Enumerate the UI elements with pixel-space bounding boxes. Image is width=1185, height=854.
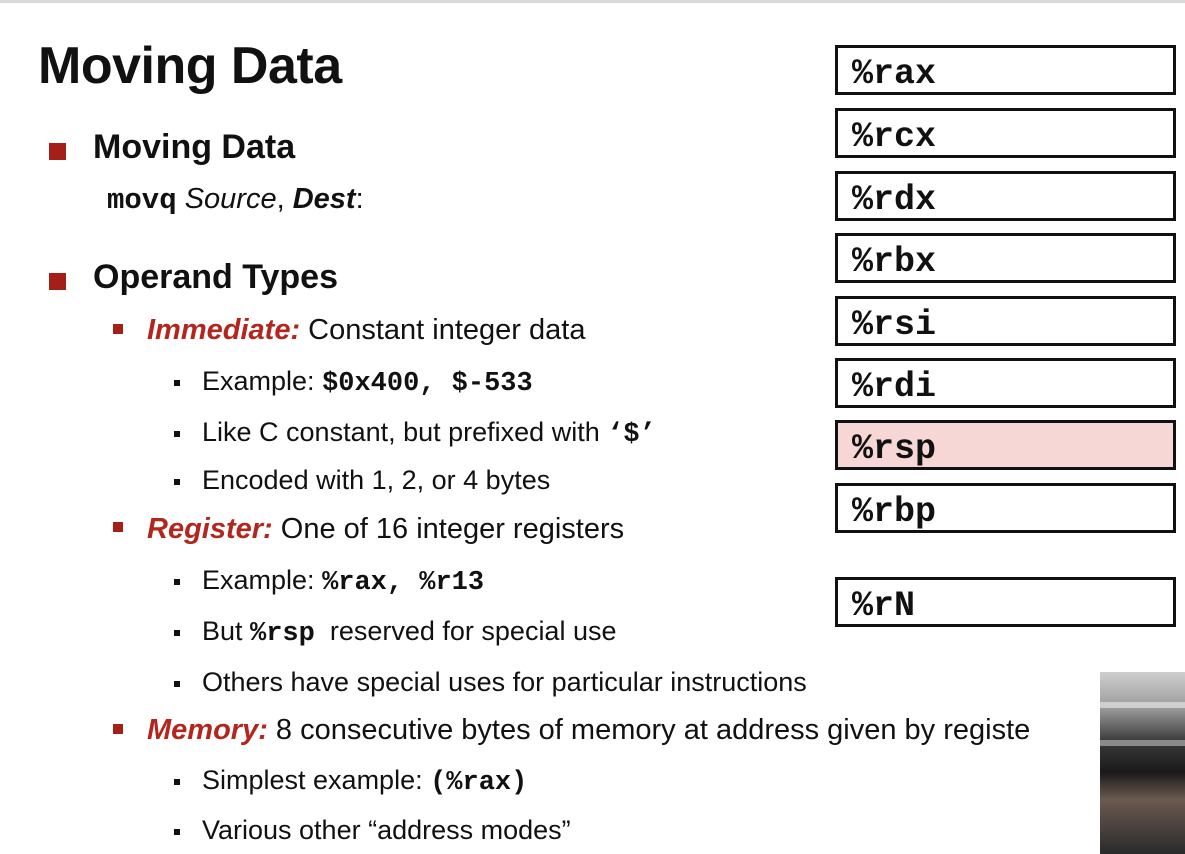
list-bullet xyxy=(174,779,180,785)
memory-label: Memory: xyxy=(147,714,268,746)
colon: : xyxy=(355,183,364,215)
example-prefix: Example: xyxy=(202,565,323,595)
dest-operand: Dest xyxy=(292,183,356,215)
list-bullet xyxy=(174,479,180,485)
memory-line: Memory: 8 consecutive bytes of memory at… xyxy=(147,714,1030,747)
bullet-square xyxy=(49,143,66,160)
memory-desc: 8 consecutive bytes of memory at address… xyxy=(267,714,1031,746)
list-bullet xyxy=(174,829,180,835)
sub-bullet-square xyxy=(113,522,123,532)
example-code: $0x400, $-533 xyxy=(322,369,533,399)
immediate-label: Immediate: xyxy=(147,314,301,346)
source-operand: Source xyxy=(184,183,277,215)
presenter-video-inset xyxy=(1100,672,1185,854)
like-text: Like C constant, but prefixed with xyxy=(202,417,608,447)
video-shelf xyxy=(1100,702,1185,708)
register-box-rcx: %rcx xyxy=(835,108,1176,158)
movq-instruction: movq xyxy=(107,184,177,217)
slide-top-border xyxy=(0,0,1185,3)
simplest-code: (%rax) xyxy=(430,768,528,798)
register-rsp-note: But %rsp reserved for special use xyxy=(202,616,616,649)
example-prefix: Example: xyxy=(202,366,323,396)
moving-data-heading: Moving Data xyxy=(93,128,296,166)
register-desc: One of 16 integer registers xyxy=(272,513,625,545)
register-box-rbp: %rbp xyxy=(835,483,1176,533)
movq-syntax: movq Source, Dest: xyxy=(107,183,364,217)
list-bullet xyxy=(174,630,180,636)
memory-simplest: Simplest example: (%rax) xyxy=(202,765,527,798)
list-bullet xyxy=(174,579,180,585)
register-box-rdi: %rdi xyxy=(835,358,1176,408)
register-box-rsi: %rsi xyxy=(835,296,1176,346)
operand-types-heading: Operand Types xyxy=(93,258,338,296)
rsp-code: %rsp xyxy=(250,619,315,649)
but-text: But xyxy=(202,616,251,646)
register-box-rn: %rN xyxy=(835,577,1176,627)
bullet-square xyxy=(49,273,66,290)
immediate-example: Example: $0x400, $-533 xyxy=(202,366,533,399)
dollar-code: ‘$’ xyxy=(607,420,656,450)
list-bullet xyxy=(174,380,180,386)
video-shelf xyxy=(1100,740,1185,746)
register-box-rbx: %rbx xyxy=(835,233,1176,283)
register-box-rsp: %rsp xyxy=(835,420,1176,470)
sub-bullet-square xyxy=(113,324,123,334)
register-others: Others have special uses for particular … xyxy=(202,667,807,697)
sub-bullet-square xyxy=(113,724,123,734)
immediate-line: Immediate: Constant integer data xyxy=(147,314,585,347)
register-line: Register: One of 16 integer registers xyxy=(147,513,624,546)
register-box-rdx: %rdx xyxy=(835,171,1176,221)
comma: , xyxy=(276,183,285,215)
reserved-text: reserved for special use xyxy=(314,616,617,646)
immediate-like-c: Like C constant, but prefixed with ‘$’ xyxy=(202,417,656,450)
simplest-prefix: Simplest example: xyxy=(202,765,431,795)
list-bullet xyxy=(174,681,180,687)
register-box-rax: %rax xyxy=(835,45,1176,95)
example-code: %rax, %r13 xyxy=(322,568,485,598)
memory-various: Various other “address modes” xyxy=(202,815,571,845)
immediate-desc: Constant integer data xyxy=(300,314,586,346)
register-label: Register: xyxy=(147,513,273,545)
slide-title: Moving Data xyxy=(38,37,342,95)
immediate-encoded: Encoded with 1, 2, or 4 bytes xyxy=(202,465,551,495)
list-bullet xyxy=(174,431,180,437)
register-example: Example: %rax, %r13 xyxy=(202,565,484,598)
